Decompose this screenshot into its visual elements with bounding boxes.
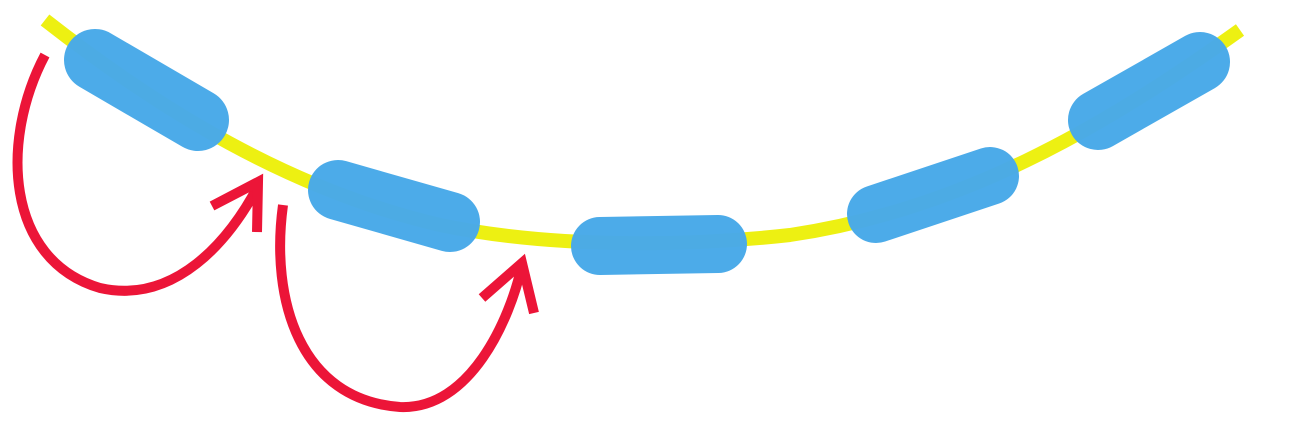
curved-arrow-1-shaft [12, 52, 263, 296]
block-segment-5 [1068, 32, 1230, 150]
block-segment-2 [308, 160, 480, 252]
curved-arrow-2-shaft [275, 204, 527, 413]
curved-arrow-1-head [209, 173, 264, 233]
curved-arrow-2-head [478, 253, 539, 315]
curved-arrow-icon-1 [12, 52, 264, 296]
curved-arrow-icon-2 [275, 204, 539, 413]
block-segment-3 [571, 215, 747, 275]
arrow-group [12, 52, 539, 413]
block-segment-4 [847, 147, 1019, 243]
segment-group [64, 29, 1230, 275]
block-segment-1 [64, 29, 229, 151]
